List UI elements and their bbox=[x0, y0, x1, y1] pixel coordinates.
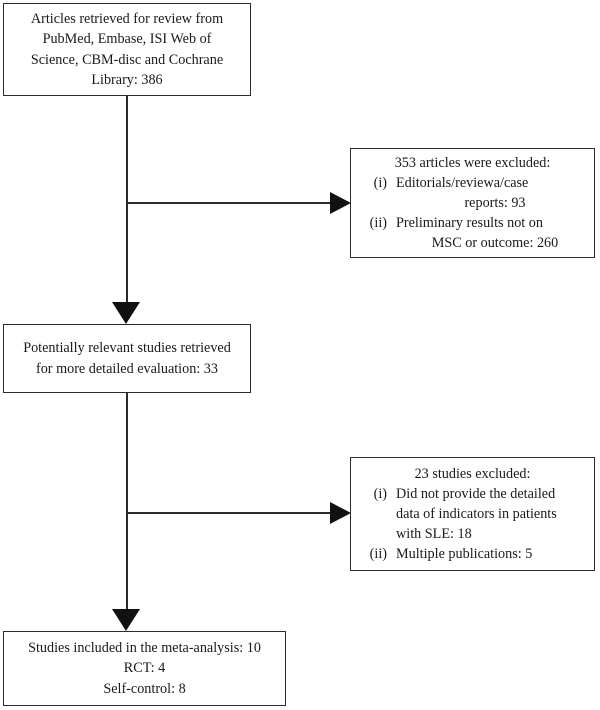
exclusion-item: (i) Editorials/reviewa/case reports: 93 bbox=[351, 173, 594, 213]
exclusion-marker: (ii) bbox=[369, 546, 387, 563]
node-line: Science, CBM-disc and Cochrane bbox=[30, 51, 224, 68]
exclusion-line: Multiple publications: 5 bbox=[396, 546, 533, 563]
node-line: for more detailed evaluation: 33 bbox=[35, 360, 218, 377]
exclusion-line: MSC or outcome: 260 bbox=[431, 235, 559, 252]
node-line: Library: 386 bbox=[91, 71, 163, 88]
connector-vertical-branch1-to-relevant bbox=[126, 202, 128, 302]
exclusion-item: (ii) Preliminary results not on MSC or o… bbox=[351, 213, 594, 253]
exclusion-body: Editorials/reviewa/case reports: 93 bbox=[396, 173, 594, 213]
exclusion-marker: (i) bbox=[373, 174, 387, 191]
exclusion-line: Did not provide the detailed bbox=[396, 485, 556, 502]
node-excluded-23: 23 studies excluded: (i) Did not provide… bbox=[350, 457, 595, 571]
connector-vertical-branch2-to-included bbox=[126, 512, 128, 609]
exclusion-body: Multiple publications: 5 bbox=[396, 544, 594, 564]
node-line: RCT: 4 bbox=[123, 660, 166, 677]
arrowhead-right-to-excluded-2 bbox=[330, 502, 351, 524]
exclusion-item: (ii) Multiple publications: 5 bbox=[351, 544, 594, 564]
node-line: Articles retrieved for review from bbox=[30, 11, 224, 28]
exclusion-line: with SLE: 18 bbox=[396, 526, 472, 543]
connector-horizontal-branch2 bbox=[126, 512, 332, 514]
node-potentially-relevant: Potentially relevant studies retrieved f… bbox=[3, 324, 251, 393]
arrowhead-right-to-excluded-1 bbox=[330, 192, 351, 214]
arrowhead-down-to-included bbox=[112, 609, 140, 631]
node-line: Self-control: 8 bbox=[103, 680, 186, 697]
exclusion-line: Editorials/reviewa/case bbox=[396, 174, 529, 191]
connector-vertical-relevant-to-branch2 bbox=[126, 393, 128, 513]
exclusion-heading: 23 studies excluded: bbox=[414, 465, 531, 482]
exclusion-item: (i) Did not provide the detailed data of… bbox=[351, 484, 594, 544]
exclusion-marker: (ii) bbox=[369, 215, 387, 232]
node-line: PubMed, Embase, ISI Web of bbox=[42, 31, 212, 48]
node-articles-retrieved: Articles retrieved for review from PubMe… bbox=[3, 3, 251, 96]
connector-vertical-retrieved-to-branch1 bbox=[126, 96, 128, 203]
exclusion-marker: (i) bbox=[373, 485, 387, 502]
node-excluded-353: 353 articles were excluded: (i) Editoria… bbox=[350, 148, 595, 258]
node-line: Potentially relevant studies retrieved bbox=[23, 340, 231, 357]
arrowhead-down-to-relevant bbox=[112, 302, 140, 324]
exclusion-body: Did not provide the detailed data of ind… bbox=[396, 484, 594, 544]
exclusion-line: data of indicators in patients bbox=[396, 505, 557, 522]
node-studies-included: Studies included in the meta-analysis: 1… bbox=[3, 631, 286, 706]
connector-horizontal-branch1 bbox=[126, 202, 332, 204]
exclusion-heading: 353 articles were excluded: bbox=[394, 154, 551, 171]
exclusion-line: reports: 93 bbox=[464, 194, 526, 211]
node-line: Studies included in the meta-analysis: 1… bbox=[28, 640, 261, 657]
exclusion-body: Preliminary results not on MSC or outcom… bbox=[396, 213, 594, 253]
exclusion-line: Preliminary results not on bbox=[396, 215, 543, 232]
